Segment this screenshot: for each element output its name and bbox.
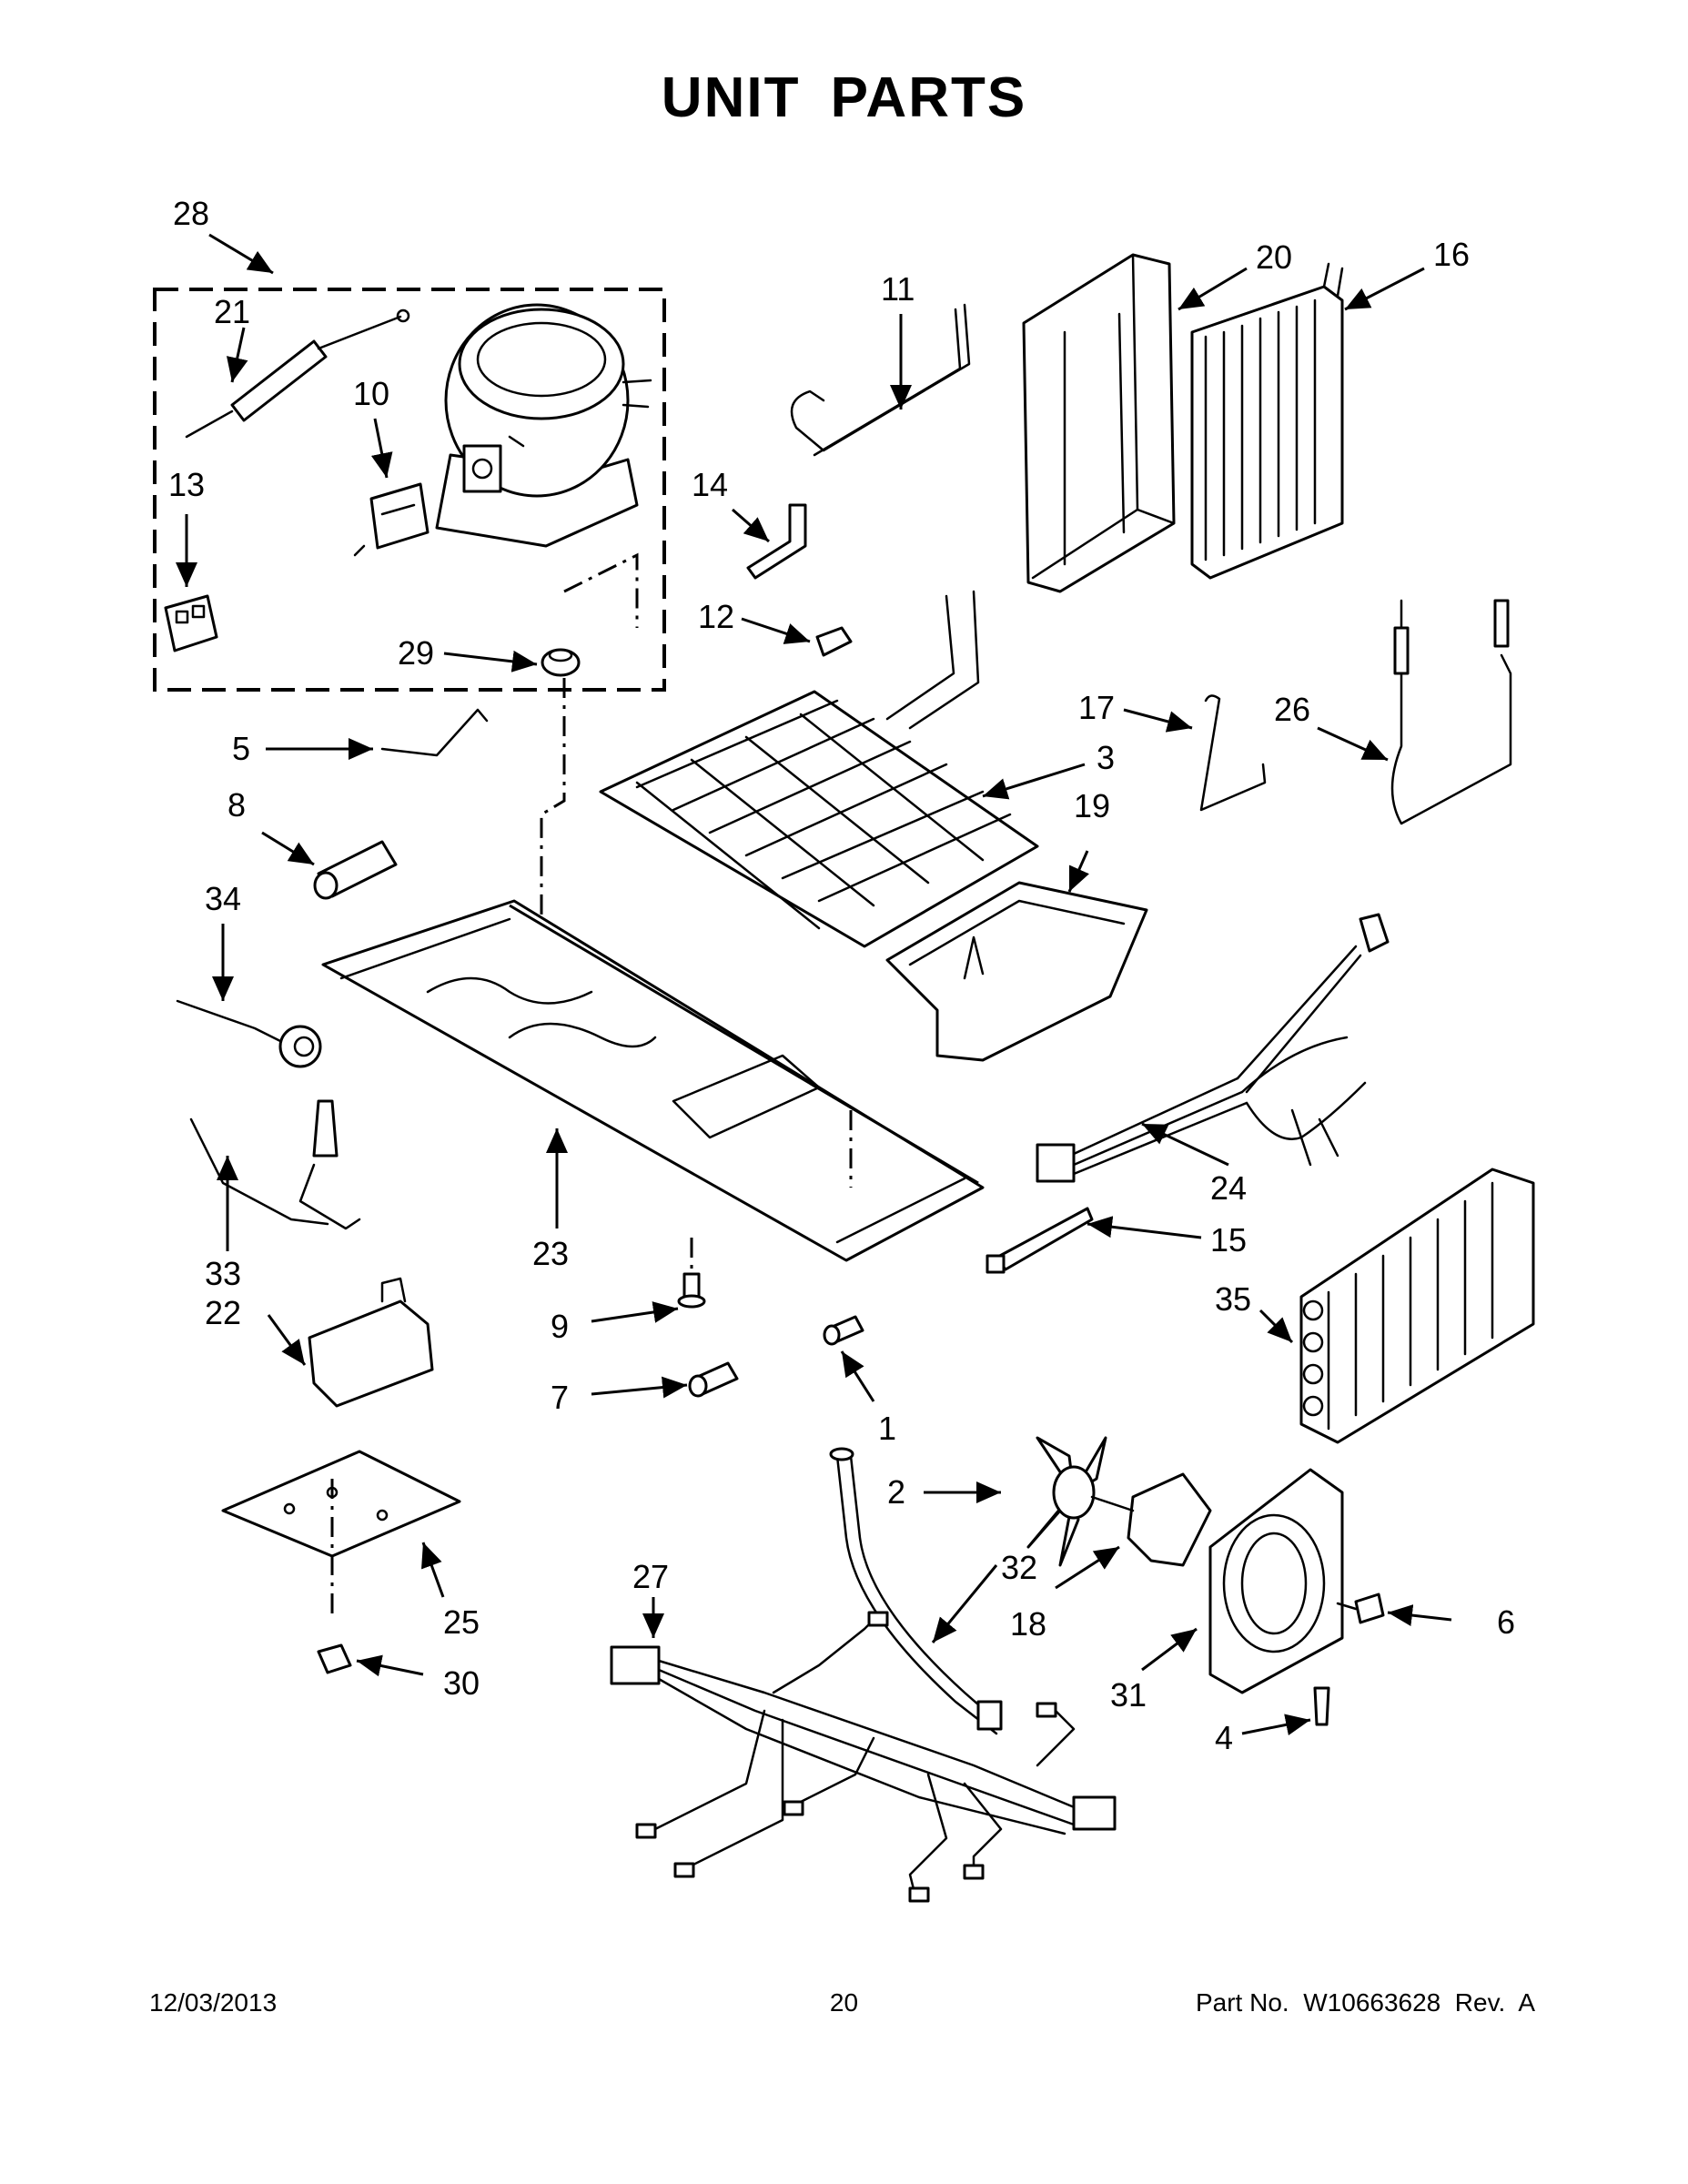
callout-4: 4 — [1215, 1719, 1233, 1756]
callout-17: 17 — [1078, 689, 1115, 726]
clip-part[interactable] — [815, 626, 853, 657]
tube-u-part[interactable] — [1199, 694, 1267, 812]
callout-32: 32 — [1001, 1549, 1037, 1586]
cover-plate-part[interactable] — [221, 1450, 461, 1620]
callout-19: 19 — [1074, 787, 1110, 824]
grommet-part[interactable] — [541, 648, 581, 677]
callout-33: 33 — [205, 1255, 241, 1292]
callout-7: 7 — [551, 1379, 569, 1416]
callout-31: 31 — [1110, 1676, 1147, 1714]
fan-shroud-part[interactable] — [1208, 1468, 1344, 1694]
callout-21: 21 — [214, 293, 250, 330]
callout-12: 12 — [698, 598, 734, 635]
relay-part[interactable] — [353, 482, 430, 557]
callout-22: 22 — [205, 1294, 241, 1331]
tube-part[interactable] — [790, 303, 971, 457]
fitting-part[interactable] — [688, 1361, 739, 1398]
condenser-part[interactable] — [1299, 1168, 1535, 1444]
callout-18: 18 — [1010, 1605, 1046, 1643]
page-title: UNIT PARTS — [661, 66, 1027, 129]
drain-tray-part[interactable] — [885, 881, 1148, 1062]
tie-strap-part[interactable] — [986, 1207, 1094, 1274]
callout-labels: 28 21 10 13 29 11 14 12 20 16 17 26 3 19… — [168, 195, 1515, 1756]
pipe-part[interactable] — [746, 503, 807, 580]
callout-26: 26 — [1274, 691, 1310, 728]
overload-part[interactable] — [164, 594, 218, 652]
drier-part[interactable] — [185, 308, 410, 439]
screw-part[interactable] — [677, 1238, 706, 1309]
callout-34: 34 — [205, 880, 241, 917]
callout-24: 24 — [1210, 1169, 1247, 1207]
callout-15: 15 — [1210, 1221, 1247, 1259]
sleeve-part[interactable] — [313, 840, 398, 900]
compressor-part[interactable] — [435, 303, 652, 548]
nut-part[interactable] — [317, 1643, 352, 1674]
fan-blade-part[interactable] — [1026, 1436, 1107, 1567]
callout-23: 23 — [532, 1235, 569, 1272]
water-tube-part[interactable] — [380, 708, 489, 757]
screw-bottom-part[interactable] — [1313, 1686, 1330, 1726]
control-box-part[interactable] — [308, 1277, 434, 1408]
wiring-harness-part[interactable] — [1036, 913, 1390, 1183]
callout-2: 2 — [887, 1473, 905, 1511]
callout-1: 1 — [878, 1410, 896, 1447]
drain-tube-part[interactable] — [829, 1447, 1003, 1735]
callout-11: 11 — [881, 270, 915, 308]
screw-shroud-part[interactable] — [1336, 1592, 1385, 1624]
callout-30: 30 — [443, 1664, 480, 1702]
footer-page-number: 20 — [829, 1988, 859, 2017]
sensor-part[interactable] — [189, 1099, 361, 1230]
callout-35: 35 — [1215, 1280, 1251, 1318]
base-pan-part[interactable] — [321, 899, 985, 1262]
evaporator-cover-part[interactable] — [1022, 253, 1176, 593]
compressor-group-box — [153, 288, 666, 692]
footer-part-number: Part No. W10663628 Rev. A — [1195, 1988, 1535, 2017]
tube-assembly-part[interactable] — [1390, 599, 1512, 825]
condenser-tube-part[interactable] — [599, 590, 1039, 948]
callout-13: 13 — [168, 466, 205, 503]
callout-20: 20 — [1256, 238, 1292, 276]
callout-29: 29 — [398, 634, 434, 672]
callout-10: 10 — [353, 375, 389, 412]
callout-14: 14 — [692, 466, 728, 503]
fitting-small-part[interactable] — [823, 1315, 864, 1346]
main-harness-part[interactable] — [610, 1611, 1117, 1903]
footer-date: 12/03/2013 — [149, 1988, 278, 2017]
evaporator-part[interactable] — [1190, 262, 1344, 580]
callout-9: 9 — [551, 1308, 569, 1345]
callout-6: 6 — [1497, 1603, 1515, 1641]
callout-3: 3 — [1097, 739, 1115, 776]
callout-5: 5 — [232, 730, 250, 767]
fan-motor-part[interactable] — [1090, 1472, 1212, 1567]
callout-16: 16 — [1433, 236, 1470, 273]
thermistor-part[interactable] — [176, 999, 322, 1068]
callout-8: 8 — [227, 786, 246, 824]
leader-lines — [176, 233, 1452, 1736]
callout-27: 27 — [632, 1558, 669, 1595]
callout-28: 28 — [173, 195, 209, 232]
callout-25: 25 — [443, 1603, 480, 1641]
